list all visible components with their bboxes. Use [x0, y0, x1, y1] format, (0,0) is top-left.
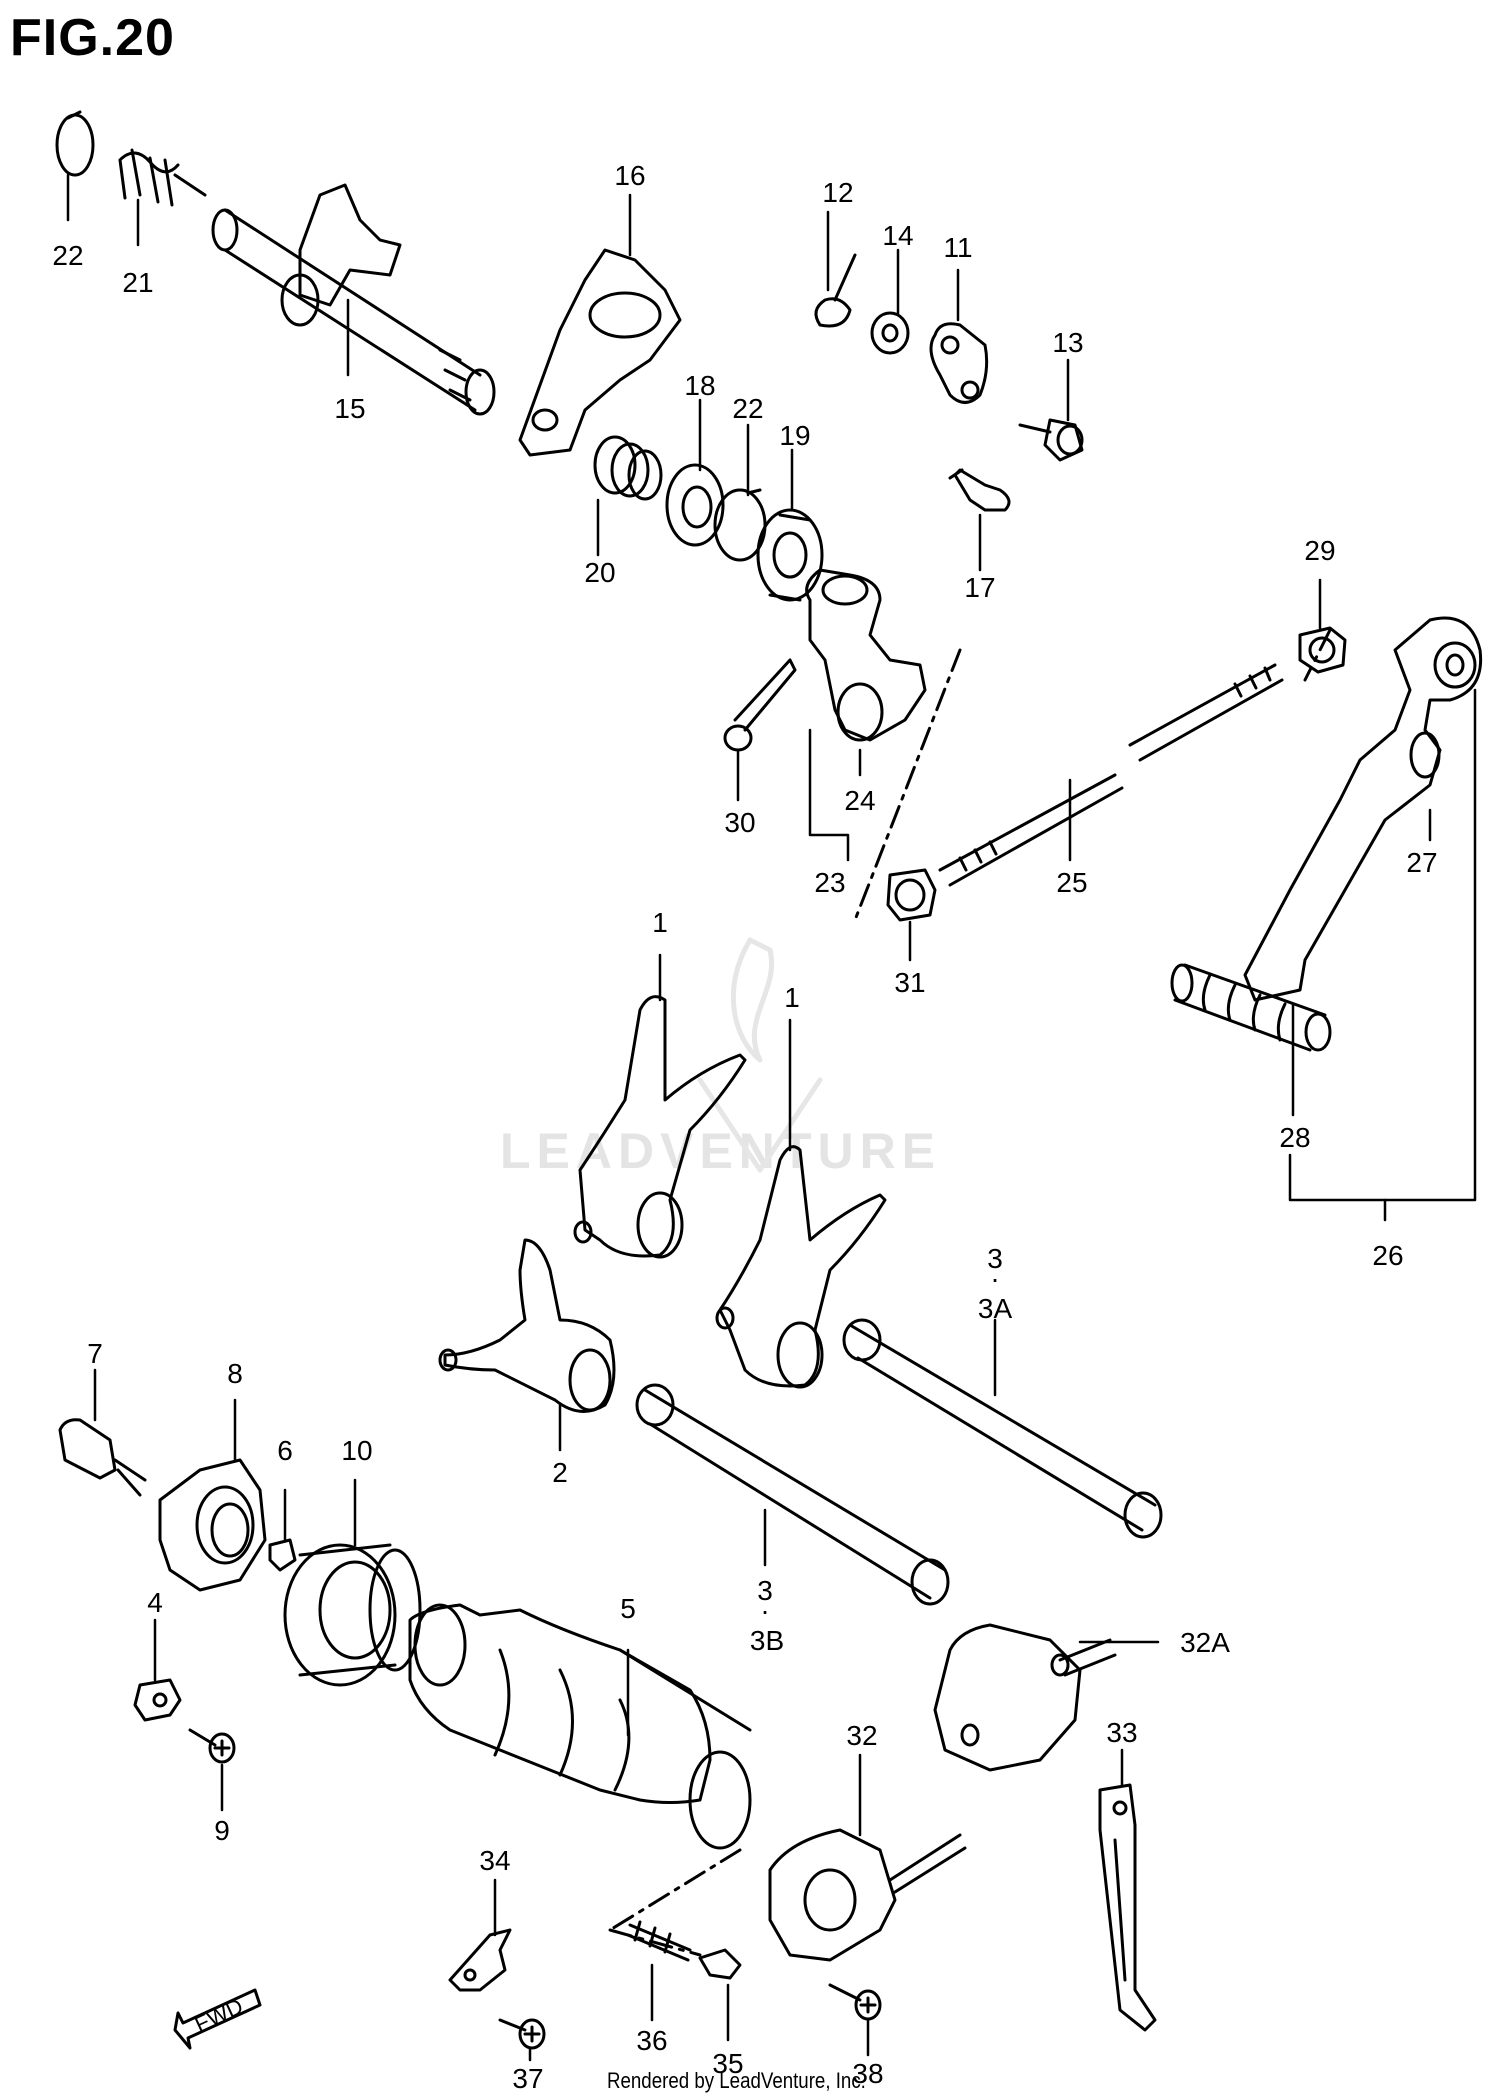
- callout-35: 35: [712, 2048, 743, 2079]
- bearing-10: [283, 1543, 422, 1687]
- callout-18: 18: [684, 370, 715, 401]
- callout-14: 14: [882, 220, 913, 251]
- fwd-arrow-icon: [173, 1988, 262, 2050]
- callout-11: 11: [943, 232, 972, 263]
- nut-31: [886, 868, 937, 922]
- spring-36: [626, 1920, 692, 1962]
- switch-17: [948, 468, 1011, 512]
- shift-fork-1-left: [573, 995, 747, 1259]
- callout-37: 37: [512, 2063, 543, 2094]
- callout-33: 33: [1106, 1717, 1137, 1748]
- callout-10: 10: [341, 1435, 372, 1466]
- shift-arm-16: [518, 248, 682, 457]
- callout-bracket-26: [1288, 688, 1477, 1222]
- stopper-8: [158, 1458, 267, 1592]
- callout-28: 28: [1279, 1122, 1310, 1153]
- spring-20: [593, 435, 663, 501]
- callout-15: 15: [334, 393, 365, 424]
- lever-24: [805, 568, 927, 742]
- screw-38: [828, 1983, 882, 2021]
- callout-21: 21: [122, 267, 153, 298]
- nut-29: [1298, 626, 1347, 674]
- pin-35: [698, 1948, 742, 1980]
- dot-3B: ·: [760, 1595, 769, 1626]
- dot-3A: ·: [990, 1263, 999, 1294]
- bearing-19: [756, 508, 824, 602]
- callout-34: 34: [479, 1845, 510, 1876]
- sensor-32A: [933, 1623, 1117, 1772]
- callout-30: 30: [724, 807, 755, 838]
- leader-lines: [66, 173, 1432, 2062]
- circlip-22-top: [55, 110, 95, 177]
- shift-fork-1-right: [715, 1145, 887, 1389]
- bolt-30: [723, 658, 797, 752]
- screw-37: [498, 2018, 546, 2050]
- screw-9: [188, 1728, 236, 1764]
- plate-34: [448, 1928, 512, 1992]
- washer-14: [870, 311, 910, 355]
- tie-rod-25: [938, 663, 1284, 887]
- watermark-text: LEADVENTURE: [500, 1123, 942, 1179]
- link-line-3: [608, 1848, 742, 1957]
- callout-29: 29: [1304, 535, 1335, 566]
- callout-1-right: 1: [784, 982, 800, 1013]
- washer-18: [665, 463, 725, 547]
- callout-3A: 3A: [978, 1293, 1013, 1324]
- link-line-1: [853, 648, 962, 922]
- callout-8: 8: [227, 1358, 243, 1389]
- callout-17: 17: [964, 572, 995, 603]
- callout-5: 5: [620, 1593, 636, 1624]
- sensor-32: [768, 1828, 967, 1962]
- callout-3-bottom: 3: [757, 1575, 773, 1606]
- callout-22-mid: 22: [732, 393, 763, 424]
- callout-13: 13: [1052, 327, 1083, 358]
- callout-19: 19: [779, 420, 810, 451]
- clip-12: [814, 253, 857, 328]
- callout-23: 23: [814, 867, 845, 898]
- callout-9: 9: [214, 1815, 230, 1846]
- spring-21: [118, 148, 207, 207]
- bolt-13: [1018, 418, 1084, 462]
- callout-6: 6: [277, 1435, 293, 1466]
- watermark-logo: [697, 937, 823, 1173]
- callout-16: 16: [614, 160, 645, 191]
- clamp-33: [1098, 1783, 1157, 2032]
- callout-4: 4: [147, 1587, 163, 1618]
- shift-lever-27: [1243, 616, 1483, 1002]
- stopper-11: [929, 322, 989, 404]
- fork-shaft-3B: [635, 1383, 950, 1606]
- callout-32: 32: [846, 1720, 877, 1751]
- callout-3B: 3B: [750, 1625, 784, 1656]
- callout-36: 36: [636, 2025, 667, 2056]
- callout-32A: 32A: [1180, 1627, 1230, 1658]
- callout-38: 38: [852, 2058, 883, 2089]
- callout-25: 25: [1056, 867, 1087, 898]
- shift-drum-5: [408, 1603, 752, 1850]
- callout-3-top: 3: [987, 1243, 1003, 1274]
- footer-credit: Rendered by LeadVenture, Inc.: [607, 2068, 866, 2093]
- shift-fork-2: [438, 1238, 616, 1413]
- callout-20: 20: [584, 557, 615, 588]
- callout-27: 27: [1406, 847, 1437, 878]
- plate-4: [133, 1678, 182, 1722]
- fwd-label: FWD: [191, 1993, 247, 2037]
- callout-12: 12: [822, 177, 853, 208]
- fork-shaft-3A: [842, 1318, 1163, 1539]
- callout-1-left: 1: [652, 907, 668, 938]
- callout-2: 2: [552, 1457, 568, 1488]
- callout-7: 7: [87, 1338, 103, 1369]
- shift-shaft-15: [211, 183, 496, 416]
- callout-31: 31: [894, 967, 925, 998]
- callout-22-top: 22: [52, 240, 83, 271]
- pin-6: [268, 1538, 297, 1572]
- callout-24: 24: [844, 785, 875, 816]
- footrest-rubber-28: [1170, 963, 1332, 1052]
- pin-7: [58, 1418, 147, 1497]
- callout-26: 26: [1372, 1240, 1403, 1271]
- figure-title: FIG.20: [10, 9, 175, 67]
- callout-labels: 22 21 15 16 12 14 11 13 18 22 19 20 17 2…: [52, 160, 1437, 2094]
